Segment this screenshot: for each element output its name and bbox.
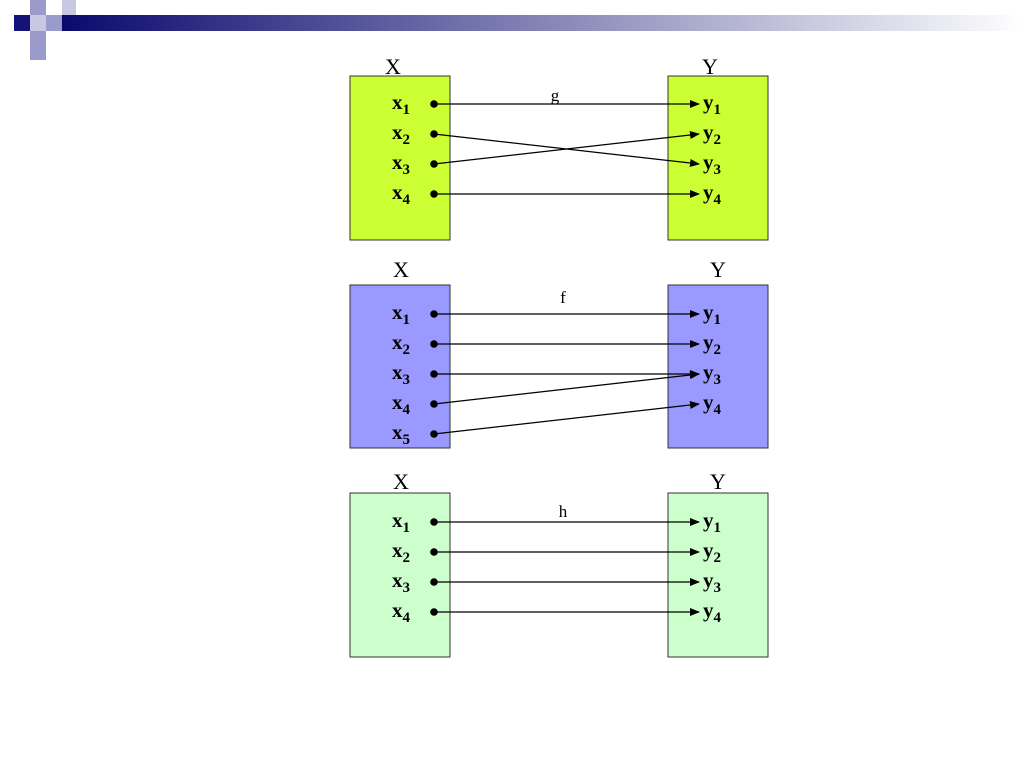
decor-square-light xyxy=(62,0,76,15)
domain-element-label: x2 xyxy=(392,330,410,358)
decor-square-light xyxy=(46,15,62,31)
codomain-label: Y xyxy=(702,54,718,79)
domain-label: X xyxy=(385,54,401,79)
codomain-box xyxy=(667,75,769,241)
decor-square-light xyxy=(30,45,46,60)
domain-element-label: x3 xyxy=(392,360,410,388)
codomain-element-label: y3 xyxy=(703,568,721,596)
codomain-box xyxy=(667,492,769,658)
domain-element-label: x3 xyxy=(392,568,410,596)
decor-square-dark xyxy=(14,15,30,31)
function-label: f xyxy=(560,288,566,307)
function-label: g xyxy=(551,86,560,105)
codomain-element-label: y4 xyxy=(703,180,722,208)
domain-label: X xyxy=(393,469,409,494)
domain-element-label: x4 xyxy=(392,598,411,626)
codomain-element-label: y1 xyxy=(703,508,721,536)
domain-element-label: x4 xyxy=(392,390,411,418)
domain-element-label: x2 xyxy=(392,538,410,566)
codomain-label: Y xyxy=(710,469,726,494)
domain-element-label: x3 xyxy=(392,150,410,178)
mapping-arrow xyxy=(433,131,700,165)
mapping-arrow xyxy=(433,401,700,435)
codomain-element-label: y2 xyxy=(703,538,721,566)
codomain-element-label: y3 xyxy=(703,360,721,388)
decor-square-light xyxy=(30,15,46,31)
domain-element-label: x4 xyxy=(392,180,411,208)
domain-element-label: x1 xyxy=(392,300,410,328)
domain-element-label: x1 xyxy=(392,508,410,536)
domain-label: X xyxy=(393,257,409,282)
domain-element-label: x2 xyxy=(392,120,410,148)
codomain-element-label: y4 xyxy=(703,390,722,418)
mapping-arrow xyxy=(433,371,700,405)
codomain-label: Y xyxy=(710,257,726,282)
codomain-element-label: y2 xyxy=(703,330,721,358)
codomain-element-label: y3 xyxy=(703,150,721,178)
function-label: h xyxy=(559,502,568,521)
decor-square-light xyxy=(30,31,46,45)
codomain-element-label: y4 xyxy=(703,598,722,626)
domain-element-label: x5 xyxy=(392,420,410,448)
domain-element-label: x1 xyxy=(392,90,410,118)
codomain-element-label: y1 xyxy=(703,300,721,328)
decor-square-light xyxy=(30,0,46,15)
gradient-bar xyxy=(62,15,1024,31)
codomain-element-label: y1 xyxy=(703,90,721,118)
title-bar-decoration xyxy=(14,0,1024,60)
codomain-box xyxy=(667,284,769,449)
codomain-element-label: y2 xyxy=(703,120,721,148)
